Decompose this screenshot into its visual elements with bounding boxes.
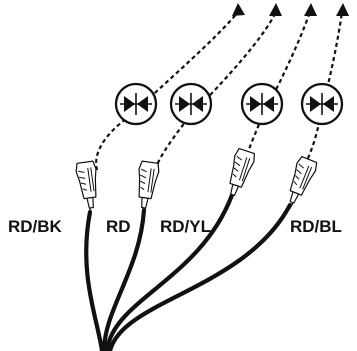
connectors: [74, 147, 320, 210]
polarity-symbols: [114, 82, 344, 126]
connector-icon: [282, 155, 320, 207]
wire-rd-bk: [84, 209, 105, 351]
wire-label-rd-bk: RD/BK: [8, 217, 63, 236]
diode-symbol-icon: [169, 82, 213, 126]
arrow-icon: [269, 3, 282, 16]
arrow-icon: [336, 3, 349, 16]
wire-rd-bl: [107, 202, 293, 351]
wire-rd-yl: [104, 192, 235, 351]
arrow-icon: [232, 3, 245, 16]
wire-label-rd: RD: [106, 217, 131, 236]
wire-label-rd-bl: RD/BL: [290, 217, 342, 236]
diode-symbol-icon: [114, 82, 158, 126]
dashed-path-4: [304, 11, 344, 166]
wire-rd: [101, 207, 147, 351]
wire-label-rd-yl: RD/YL: [160, 217, 211, 236]
connector-icon: [133, 160, 161, 210]
arrow-icon: [304, 3, 317, 16]
diode-symbol-icon: [240, 82, 284, 126]
dashed-path-1: [95, 11, 239, 171]
diode-symbol-icon: [300, 82, 344, 126]
connector-leads: [89, 183, 298, 214]
connector-icon: [222, 147, 257, 199]
wire-labels: RD/BK RD RD/YL RD/BL: [8, 217, 342, 236]
arrowheads: [232, 3, 349, 16]
dashed-path-3: [245, 11, 312, 156]
wire-bundle: [84, 192, 293, 351]
